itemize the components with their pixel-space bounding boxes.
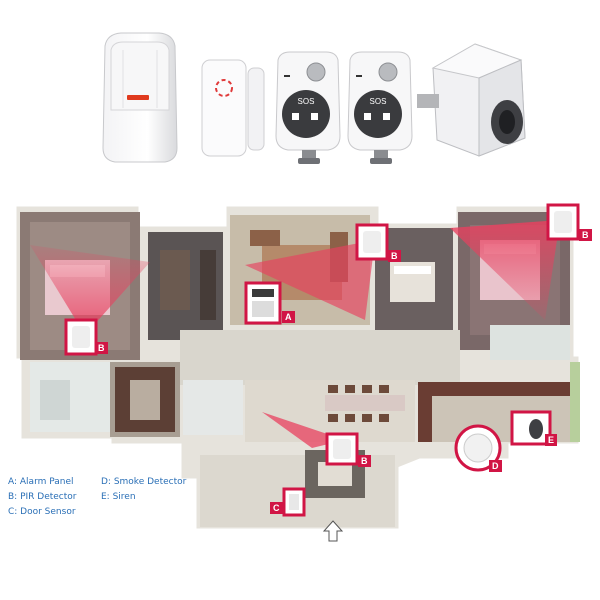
door-sensor-product-image [201, 59, 265, 157]
alarm-panel-device [244, 281, 282, 325]
legend-item-e: E: Siren [101, 492, 136, 502]
pir-detector-product-image [102, 32, 178, 163]
legend-item-d: D: Smoke Detector [101, 477, 187, 487]
legend-item-b: B: PIR Detector [8, 492, 77, 502]
smoke-detector-device [454, 424, 502, 472]
legend-item-a: A: Alarm Panel [8, 477, 74, 487]
siren-device [510, 410, 552, 446]
marker-b-entrance: B [358, 455, 371, 467]
coverage-zone-living-room [245, 240, 375, 320]
marker-d-smoke-detector: D [489, 460, 502, 472]
pir-detector-living-room [355, 223, 389, 261]
pir-detector-entrance [325, 432, 359, 466]
pir-detector-bedroom-right [546, 203, 580, 241]
marker-a-alarm-panel: A [282, 311, 295, 323]
pir-detector-bedroom-left [64, 318, 98, 356]
marker-c-door-sensor: C [270, 502, 283, 514]
siren-product-image [417, 43, 526, 157]
bathroom-center [183, 380, 243, 435]
remote-control-2-product-image: SOS [347, 51, 413, 164]
floor-plan [13, 203, 582, 532]
door-sensor-device [282, 487, 306, 517]
legend-item-c: C: Door Sensor [8, 507, 76, 517]
legend: A: Alarm Panel B: PIR Detector C: Door S… [8, 477, 208, 522]
remote-2-sos-label: SOS [370, 97, 387, 106]
marker-b-bedroom-right: B [579, 229, 592, 241]
remote-control-1-product-image: SOS [275, 51, 341, 164]
marker-b-bedroom-left: B [95, 342, 108, 354]
dining-table [325, 395, 405, 411]
remote-1-sos-label: SOS [298, 97, 315, 106]
marker-b-living-room: B [388, 250, 401, 262]
entrance-arrow-icon [322, 520, 344, 542]
hallway [180, 330, 460, 385]
coverage-zone-bedroom-left [30, 245, 150, 335]
bathroom-right [490, 325, 570, 360]
balcony-right [570, 362, 580, 442]
coverage-zone-bedroom-right [450, 220, 560, 320]
coverage-zone-entrance [262, 412, 345, 448]
marker-e-siren: E [545, 434, 558, 446]
